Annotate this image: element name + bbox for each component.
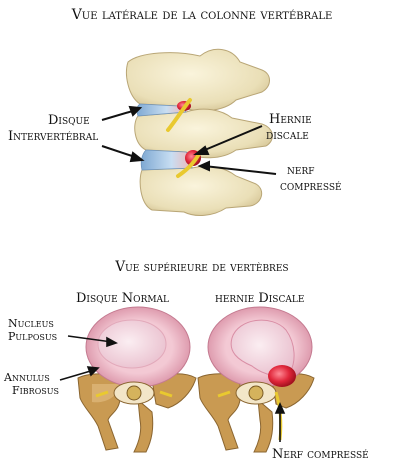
nerf-compresse-label: Nerf compressé bbox=[272, 447, 369, 462]
herniated-roots bbox=[197, 373, 241, 451]
upper-vertebra bbox=[126, 48, 270, 112]
hernie-discale-label: hernie Discale bbox=[215, 291, 305, 306]
nerf-label-line2: compressé bbox=[280, 179, 342, 194]
normal-spinal-cord bbox=[126, 385, 142, 401]
lateral-arrows bbox=[101, 105, 277, 175]
nerf-label-line1: nerf bbox=[287, 163, 315, 178]
lower-vertebra bbox=[139, 165, 263, 216]
middle-vertebra bbox=[134, 108, 273, 159]
hernie-label-line2: discale bbox=[266, 128, 309, 143]
annulus-label-line2: Fibrosus bbox=[12, 384, 59, 397]
normal-nucleus bbox=[97, 319, 167, 369]
disque-normal-label: Disque Normal bbox=[76, 291, 170, 306]
superior-arrows bbox=[59, 335, 286, 442]
lateral-view-title: Vue latérale de la colonne vertébrale bbox=[71, 7, 333, 23]
normal-disc-view bbox=[77, 306, 197, 453]
nucleus-label-line1: Nucleus bbox=[8, 317, 54, 330]
herniation-bulge bbox=[268, 365, 296, 387]
herniated-disc-view bbox=[197, 306, 315, 453]
disque-label-line1: Disque bbox=[48, 113, 90, 128]
lateral-spine bbox=[126, 48, 273, 216]
superior-view-title: Vue supérieure de vertèbres bbox=[115, 259, 289, 275]
herniated-spinal-cord bbox=[248, 385, 264, 401]
upper-nerve bbox=[166, 98, 192, 132]
annulus-label-line1: Annulus bbox=[4, 371, 50, 384]
hernie-label-line1: Hernie bbox=[269, 112, 312, 127]
nucleus-label-line2: Pulposus bbox=[8, 330, 58, 343]
lower-disc bbox=[140, 149, 193, 171]
disque-label-line2: Intervertébral bbox=[8, 129, 99, 144]
